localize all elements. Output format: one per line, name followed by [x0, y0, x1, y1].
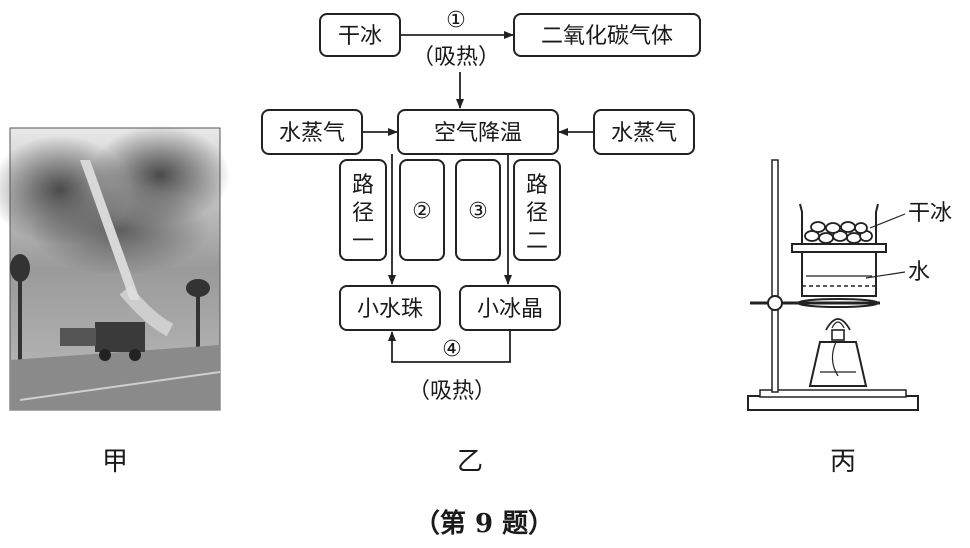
dry-ice-text: 干冰 [338, 24, 382, 49]
step3-marker: ③ [468, 199, 488, 224]
step2-marker: ② [412, 199, 432, 224]
dry-ice-label: 干冰 [908, 201, 952, 226]
path1-char-1: 路 [352, 173, 374, 198]
path2-char-2: 径 [526, 201, 548, 226]
air-cool-text: 空气降温 [434, 121, 522, 146]
path2-char-1: 路 [526, 173, 548, 198]
path2-char-3: 二 [526, 229, 548, 254]
droplet-text: 小水珠 [357, 297, 423, 322]
rocket-launch-photo [0, 125, 230, 411]
path1-box [339, 159, 387, 261]
vapor-right-text: 水蒸气 [611, 121, 677, 146]
step2-box [399, 159, 445, 261]
co2-box [513, 13, 701, 57]
dry-ice-pieces [804, 221, 873, 244]
step4-marker: ④ [442, 337, 462, 362]
path1-char-2: 径 [352, 201, 374, 226]
label-yi: 乙 [457, 447, 483, 477]
step1-marker: ① [446, 8, 466, 33]
vapor-left-text: 水蒸气 [279, 121, 345, 146]
absorb-heat-top: （吸热） [412, 45, 500, 70]
arrow-melting [388, 330, 511, 363]
label-jia: 甲 [102, 447, 128, 477]
heating-apparatus [747, 159, 919, 411]
co2-text: 二氧化碳气体 [541, 24, 673, 49]
ice-crystal-text: 小冰晶 [477, 297, 543, 322]
flow-diagram: 干冰 二氧化碳气体 ① （吸热） 水蒸气 空气降温 水蒸气 路 径 一 ② ③ … [261, 8, 701, 404]
path2-box [513, 159, 561, 261]
droplet-box [339, 285, 441, 331]
water-label: 水 [908, 260, 930, 285]
absorb-heat-bottom: （吸热） [408, 379, 496, 404]
step3-box [455, 159, 501, 261]
label-bing: 丙 [830, 447, 856, 477]
figure-caption: （第 9 题） [414, 508, 554, 539]
path1-char-3: 一 [352, 229, 374, 254]
